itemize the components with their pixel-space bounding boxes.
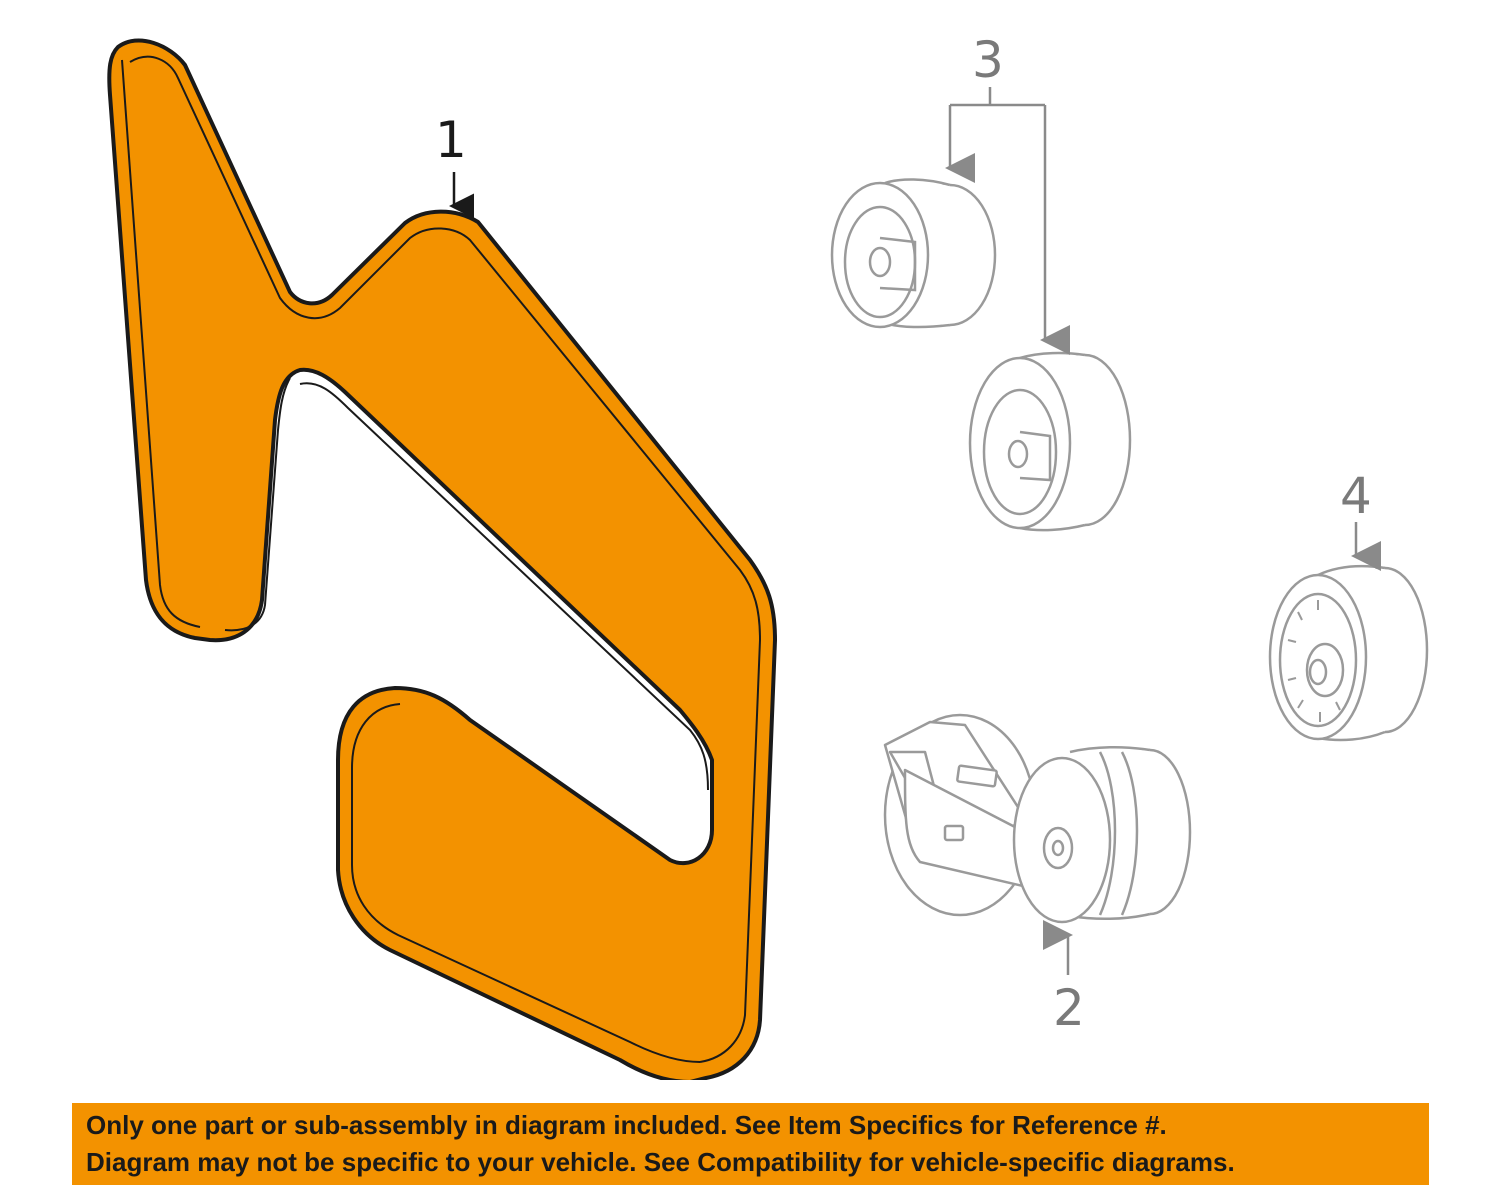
callout-3: 3 — [945, 31, 1070, 355]
callout-2-number: 2 — [1053, 979, 1085, 1037]
callout-1: 1 — [435, 111, 474, 219]
idler-pulley-upper[interactable] — [830, 178, 997, 329]
serpentine-belt[interactable] — [107, 38, 777, 1080]
callout-1-number: 1 — [435, 111, 467, 169]
callout-2: 2 — [1043, 920, 1085, 1037]
disclaimer-banner: Only one part or sub-assembly in diagram… — [72, 1103, 1429, 1185]
callout-4-number: 4 — [1340, 467, 1372, 525]
idler-pulley-lower[interactable] — [968, 351, 1132, 532]
parts-diagram: 1 3 — [107, 31, 1429, 1080]
callout-4: 4 — [1340, 467, 1381, 571]
disclaimer-line-1: Only one part or sub-assembly in diagram… — [86, 1110, 1167, 1140]
disclaimer-line-2: Diagram may not be specific to your vehi… — [86, 1147, 1235, 1177]
pulley[interactable] — [1268, 565, 1429, 742]
belt-tensioner[interactable] — [883, 713, 1192, 924]
callout-3-number: 3 — [972, 31, 1004, 89]
